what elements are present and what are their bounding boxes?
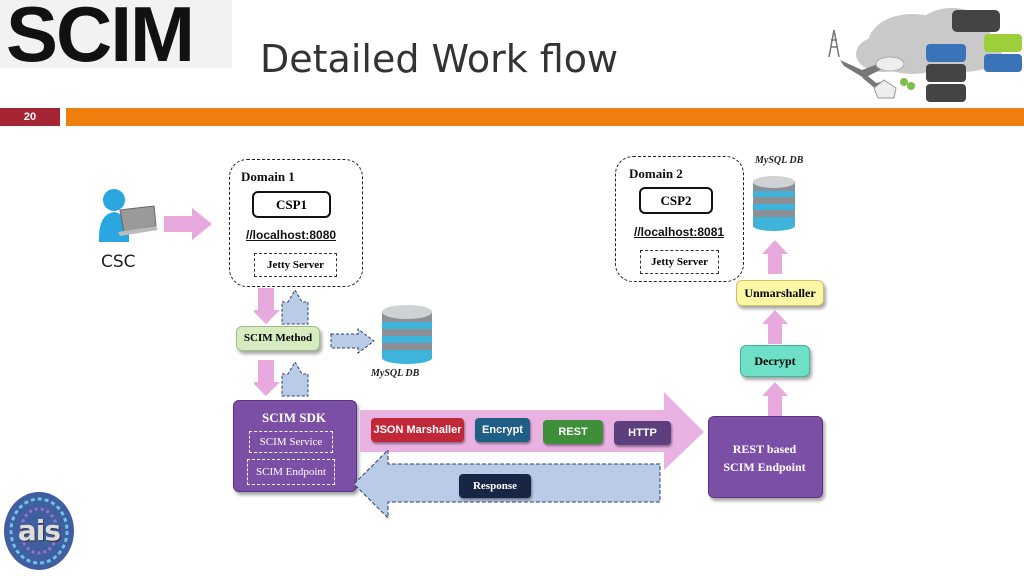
arrow-endpoint-to-decrypt bbox=[762, 382, 788, 416]
csp2-box: CSP2 bbox=[639, 187, 713, 214]
arrows-method-sdk bbox=[254, 360, 309, 397]
house-icon bbox=[873, 79, 897, 99]
domain-1-host: //localhost:8080 bbox=[246, 228, 337, 242]
ais-logo bbox=[4, 492, 74, 570]
cell-tower-icon bbox=[828, 29, 840, 58]
request-arrow bbox=[360, 392, 704, 470]
domain-1-label: Domain 1 bbox=[241, 169, 295, 184]
rest-endpoint-line1: REST based bbox=[732, 442, 797, 456]
arrow-decrypt-to-unmarshaller bbox=[762, 310, 788, 344]
pipeline-encrypt: Encrypt bbox=[475, 418, 530, 442]
scim-logo: SCIM bbox=[6, 0, 195, 78]
domain-2-label: Domain 2 bbox=[629, 166, 683, 181]
database-icon-left bbox=[382, 305, 432, 364]
ais-logo-text: ais bbox=[17, 514, 61, 547]
tree-icon bbox=[900, 78, 908, 86]
scim-method-box: SCIM Method bbox=[236, 326, 320, 351]
csc-label: CSC bbox=[101, 252, 136, 272]
domain-1-jetty-server: Jetty Server bbox=[254, 253, 337, 277]
cloud-network-illustration bbox=[828, 8, 1022, 102]
arrows-domain1-method bbox=[254, 288, 309, 325]
db-left-label: MySQL DB bbox=[371, 368, 420, 379]
pipeline-http: HTTP bbox=[614, 421, 671, 445]
rest-endpoint-box bbox=[708, 416, 823, 498]
slide-number: 20 bbox=[0, 108, 60, 126]
header-accent-bar bbox=[66, 108, 1024, 126]
unmarshaller-box: Unmarshaller bbox=[736, 280, 824, 306]
sdk-item-scim-service: SCIM Service bbox=[249, 431, 333, 453]
database-icon-right bbox=[753, 176, 795, 231]
arrow-method-to-db bbox=[330, 328, 375, 354]
rest-endpoint-label: REST based SCIM Endpoint bbox=[708, 440, 821, 476]
network-link bbox=[840, 60, 884, 78]
scim-logo-background bbox=[0, 0, 232, 68]
router-icon bbox=[875, 56, 905, 72]
user-laptop-icon bbox=[98, 189, 158, 242]
pipeline-json-marshaller: JSON Marshaller bbox=[371, 418, 464, 442]
pipeline-rest: REST bbox=[543, 420, 603, 444]
csp1-box: CSP1 bbox=[252, 191, 331, 218]
domain-2-host: //localhost:8081 bbox=[634, 225, 725, 239]
db-right-label: MySQL DB bbox=[755, 155, 804, 166]
arrow-csc-to-domain1 bbox=[164, 208, 212, 240]
scim-sdk-box bbox=[233, 400, 357, 492]
server-block bbox=[952, 10, 1000, 32]
decrypt-box: Decrypt bbox=[740, 345, 810, 377]
sdk-item-scim-endpoint: SCIM Endpoint bbox=[247, 459, 335, 485]
arrow-unmarshaller-to-db bbox=[762, 240, 788, 274]
rest-endpoint-line2: SCIM Endpoint bbox=[723, 460, 806, 474]
domain-2-jetty-server: Jetty Server bbox=[640, 250, 719, 274]
scim-sdk-title: SCIM SDK bbox=[262, 410, 326, 425]
page-title: Detailed Work flow bbox=[260, 37, 619, 81]
response-box: Response bbox=[459, 474, 531, 498]
